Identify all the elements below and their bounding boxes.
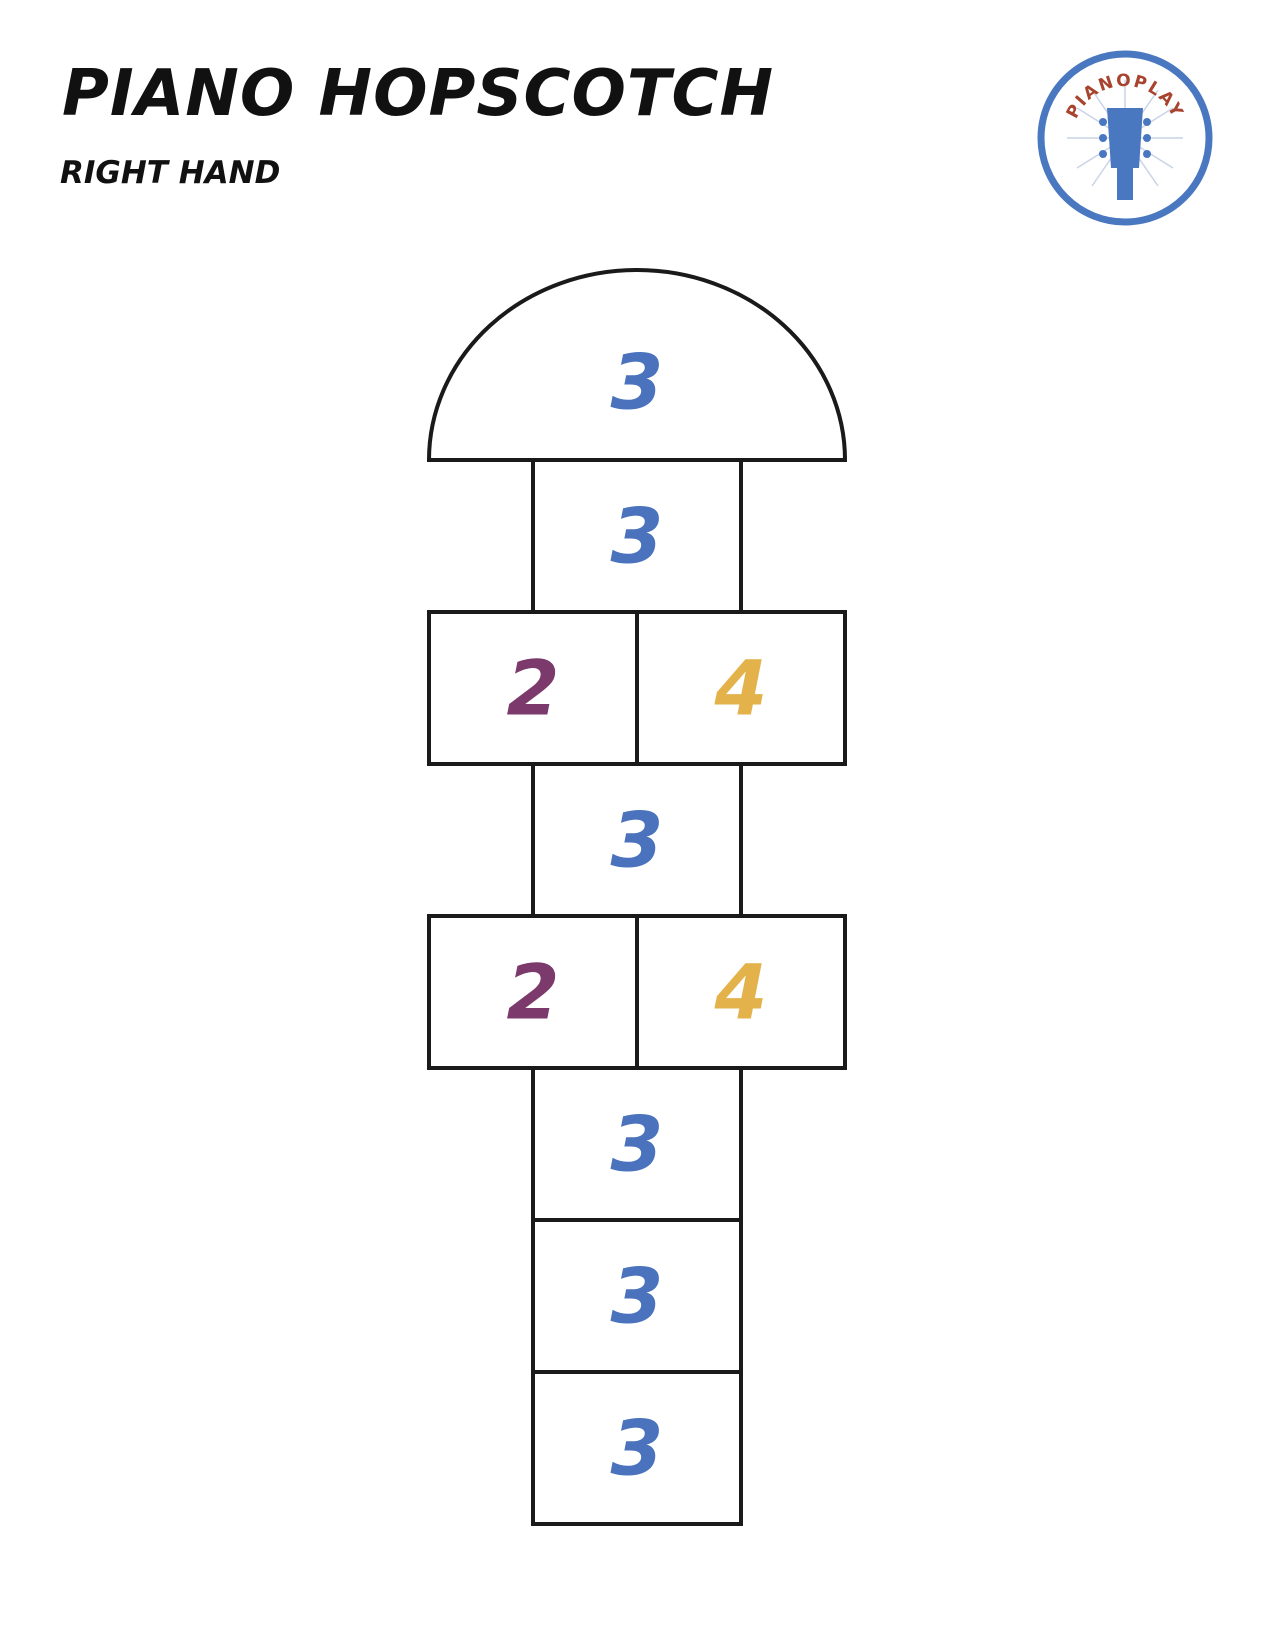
- hopscotch-square: [531, 762, 743, 918]
- hopscotch-square: [531, 1370, 743, 1526]
- finger-number: 2: [507, 644, 560, 733]
- finger-number: 3: [611, 1100, 664, 1189]
- finger-number: 2: [507, 948, 560, 1037]
- finger-number: 3: [611, 1404, 664, 1493]
- guitar-headstock-icon: [1099, 108, 1151, 200]
- hopscotch-dome: [426, 268, 848, 462]
- finger-number: 3: [611, 796, 664, 885]
- page-subtitle: RIGHT HAND: [60, 155, 281, 191]
- hopscotch-square-left: [427, 914, 639, 1070]
- finger-number: 4: [714, 644, 768, 733]
- finger-number: 3: [611, 338, 664, 427]
- finger-number: 4: [714, 948, 768, 1037]
- finger-number: 3: [611, 1252, 664, 1341]
- hopscotch-square: [531, 458, 743, 614]
- finger-number: 3: [611, 492, 664, 581]
- hopscotch-square-left: [427, 610, 639, 766]
- pianoplay-logo: PIANOPLAY: [1037, 50, 1213, 226]
- page-title: PIANO HOPSCOTCH: [62, 57, 775, 131]
- hopscotch-square: [531, 1218, 743, 1374]
